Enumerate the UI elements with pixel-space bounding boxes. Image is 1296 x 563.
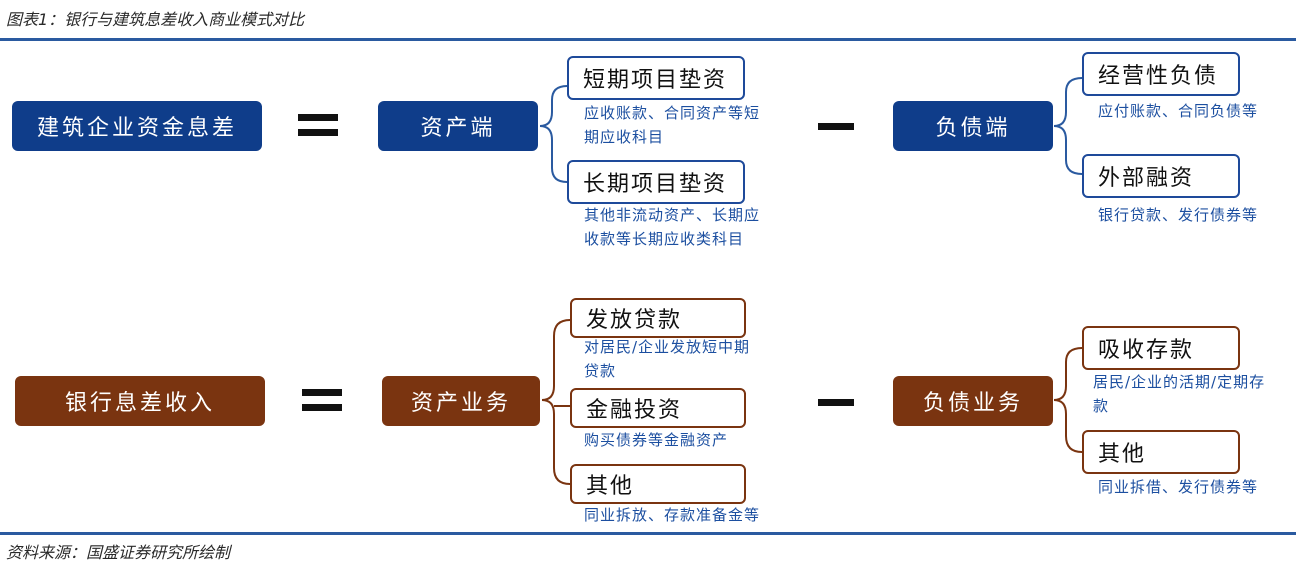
bottom-rule <box>0 532 1296 535</box>
construction-assets-label: 资产端 <box>378 101 538 151</box>
construction-liability-item-1: 外部融资 <box>1082 154 1240 198</box>
bank-liability-item-0: 吸收存款 <box>1082 326 1240 370</box>
bank-liability-desc-0: 居民/企业的活期/定期存 款 <box>1093 373 1266 415</box>
construction-liabilities-label: 负债端 <box>893 101 1053 151</box>
bank-asset-desc-1: 购买债券等金融资产 <box>584 431 729 449</box>
equals-sign <box>302 389 342 419</box>
bank-asset-item-0: 发放贷款 <box>570 298 746 338</box>
equals-sign <box>298 114 338 144</box>
bank-asset-item-2: 其他 <box>570 464 746 504</box>
construction-liability-desc-1: 银行贷款、发行债券等 <box>1098 206 1259 224</box>
construction-liability-desc-0: 应付账款、合同负债等 <box>1098 102 1259 120</box>
bank-asset-item-1: 金融投资 <box>570 388 746 428</box>
bank-asset-desc-2: 同业拆放、存款准备金等 <box>584 506 761 524</box>
construction-asset-desc-1: 其他非流动资产、长期应 收款等长期应收类科目 <box>584 206 761 248</box>
source-note: 资料来源：国盛证券研究所绘制 <box>6 543 231 562</box>
bank-liability-desc-1: 同业拆借、发行债券等 <box>1098 478 1259 496</box>
construction-asset-desc-0: 应收账款、合同资产等短 期应收科目 <box>584 104 761 146</box>
bank-liability-item-1: 其他 <box>1082 430 1240 474</box>
brace-bank-liabilities <box>1053 347 1083 453</box>
figure-title: 图表1：银行与建筑息差收入商业模式对比 <box>6 10 305 29</box>
minus-sign <box>818 123 854 130</box>
construction-asset-item-1: 长期项目垫资 <box>567 160 745 204</box>
construction-main-label: 建筑企业资金息差 <box>12 101 262 151</box>
construction-liability-item-0: 经营性负债 <box>1082 52 1240 96</box>
minus-sign <box>818 399 854 406</box>
bank-assets-label: 资产业务 <box>382 376 540 426</box>
brace-construction-assets <box>539 85 568 183</box>
bank-asset-desc-0: 对居民/企业发放短中期 贷款 <box>584 338 751 380</box>
bank-main-label: 银行息差收入 <box>15 376 265 426</box>
brace-bank-assets <box>541 319 571 485</box>
construction-asset-item-0: 短期项目垫资 <box>567 56 745 100</box>
brace-construction-liabilities <box>1053 77 1083 175</box>
bank-liabilities-label: 负债业务 <box>893 376 1053 426</box>
top-rule <box>0 38 1296 41</box>
